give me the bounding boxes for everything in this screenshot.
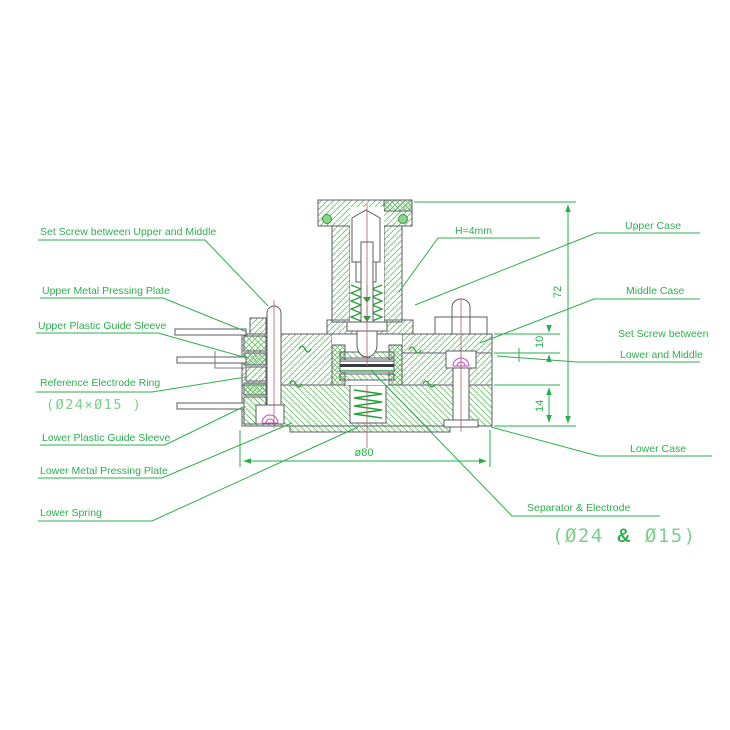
leader-lines — [36, 232, 712, 522]
upper-plastic-sleeve-part — [243, 352, 267, 366]
label-reference-ring-size: (Ø24×Ø15 ) — [46, 397, 142, 413]
lower-case-foot — [289, 425, 451, 433]
piston-spring-right — [370, 284, 384, 322]
upper-case-corner-patch — [383, 199, 413, 212]
label-lower-spring: Lower Spring — [40, 507, 102, 519]
label-upper-plastic-guide-sleeve: Upper Plastic Guide Sleeve — [38, 320, 167, 332]
label-lower-metal-pressing-plate: Lower Metal Pressing Plate — [40, 465, 168, 477]
separator-size-prefix: (Ø24 — [552, 525, 617, 547]
label-separator-electrode: Separator & Electrode — [527, 502, 630, 514]
terminal-rod-2 — [176, 356, 247, 364]
label-separator-size: (Ø24 & Ø15) — [552, 525, 697, 547]
dim-10-value: 10 — [534, 336, 546, 348]
surface-mark-1 — [298, 345, 312, 353]
terminal-rod-3 — [176, 402, 245, 410]
reference-ring-part — [245, 366, 267, 382]
o-ring-left — [322, 214, 332, 224]
terminal-wire — [214, 351, 244, 369]
label-upper-case: Upper Case — [625, 220, 681, 232]
surface-mark-3 — [408, 346, 422, 354]
leader-lower-spring — [38, 426, 359, 522]
dim-72-value: 72 — [552, 286, 564, 298]
label-lower-plastic-guide-sleeve: Lower Plastic Guide Sleeve — [42, 432, 171, 444]
leader-set-screw-um — [38, 239, 269, 307]
lower-plastic-sleeve-part — [243, 382, 267, 396]
leader-separator — [370, 369, 660, 517]
separator-size-suffix: Ø15) — [632, 525, 697, 547]
label-set-screw-lower-middle-line1: Set Screw between — [618, 328, 709, 340]
lower-spring — [353, 389, 383, 419]
leader-lower-plastic — [40, 406, 244, 446]
upper-case-wall-left — [331, 225, 351, 323]
separator-size-amp: & — [617, 526, 632, 547]
upper-case-wall-right — [383, 225, 403, 323]
label-h4mm: H=4mm — [455, 225, 492, 237]
center-lines — [273, 204, 462, 448]
surface-mark-4 — [422, 380, 436, 388]
label-middle-case: Middle Case — [626, 285, 685, 297]
o-ring-right — [398, 214, 408, 224]
label-set-screw-upper-middle: Set Screw between Upper and Middle — [40, 226, 216, 238]
o-rings — [322, 214, 408, 224]
leader-h4mm — [398, 237, 540, 293]
surface-mark-2 — [289, 380, 303, 388]
lower-pressing-plate — [339, 373, 395, 381]
dim-14-value: 14 — [534, 400, 546, 412]
terminal-rod-1 — [174, 328, 247, 336]
reference-electrode-column — [174, 305, 285, 425]
dim-dia80-value: ø80 — [355, 447, 374, 459]
lower-spring-coil — [353, 389, 383, 419]
upper-metal-plate-part — [243, 335, 267, 352]
label-set-screw-lower-middle-line2: Lower and Middle — [620, 349, 703, 361]
leader-set-screw-lm — [496, 355, 700, 363]
piston-spring-left — [349, 284, 363, 322]
leader-ref-ring — [36, 376, 247, 393]
label-reference-electrode-ring: Reference Electrode Ring — [40, 377, 160, 389]
label-lower-case: Lower Case — [630, 443, 686, 455]
leader-middle-case — [479, 298, 700, 344]
leader-lower-metal — [38, 422, 293, 479]
label-upper-metal-pressing-plate: Upper Metal Pressing Plate — [42, 285, 170, 297]
leader-upper-plastic — [36, 332, 248, 359]
leader-upper-case — [414, 232, 700, 306]
leader-upper-metal — [40, 297, 248, 333]
leader-lower-case — [490, 426, 712, 457]
surface-marks — [289, 345, 436, 388]
left-top-flange — [249, 317, 267, 335]
